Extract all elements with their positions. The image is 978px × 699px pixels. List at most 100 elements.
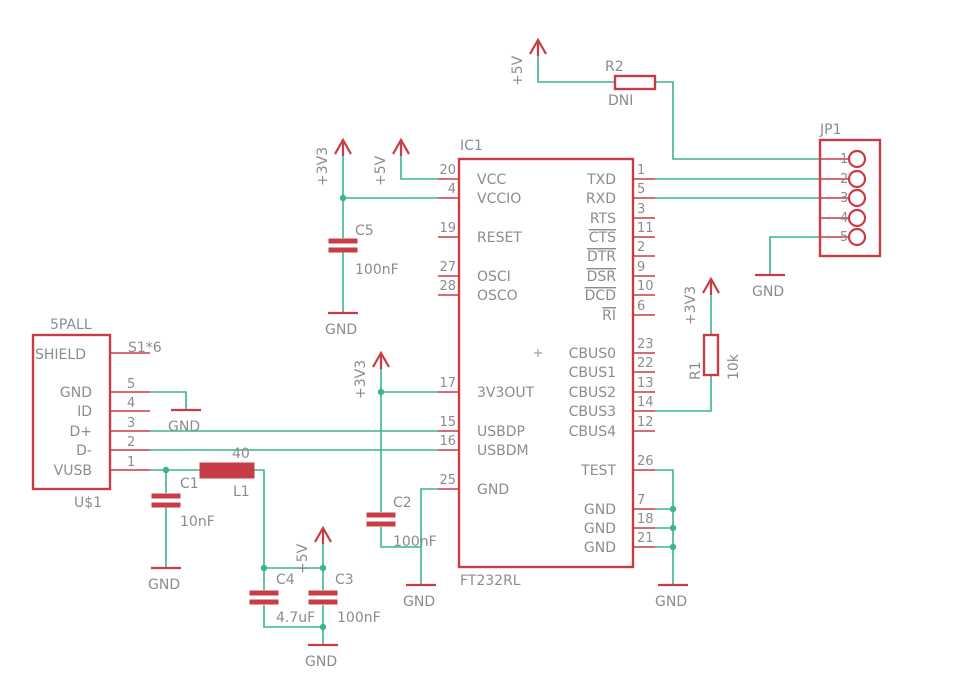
c2-plate xyxy=(366,521,396,527)
ic1-pin-name: CBUS4 xyxy=(569,424,617,440)
capacitor-c4: C4 4.7uF xyxy=(249,572,315,626)
r1-body xyxy=(702,333,720,377)
ic1-pin-number: 26 xyxy=(637,454,654,469)
wire-cbus3-r1 xyxy=(655,375,712,412)
junction-dot xyxy=(162,466,170,474)
c4-ref: C4 xyxy=(276,572,295,588)
wire-5v-vcc xyxy=(400,155,438,180)
wires xyxy=(150,55,820,645)
junctions xyxy=(162,194,677,631)
c3-plate xyxy=(308,599,338,605)
ground-label: GND xyxy=(655,594,687,610)
ground-label: GND xyxy=(168,419,200,435)
ic1-pin-name: USBDP xyxy=(477,424,525,440)
wire-5v-r2 xyxy=(537,55,615,83)
power-label: +3V3 xyxy=(683,286,699,325)
r2-value: DNI xyxy=(608,93,633,109)
usb-pin-name: ID xyxy=(77,404,92,420)
ic1-pin-name: RI xyxy=(602,308,616,324)
capacitor-c3: C3 100nF xyxy=(308,572,381,626)
ground-label: GND xyxy=(305,654,337,670)
ic1-pin-number: 10 xyxy=(637,279,654,294)
junction-dot xyxy=(319,564,327,572)
wire-c2-bottom xyxy=(380,527,421,548)
usb-ref: U$1 xyxy=(74,495,102,511)
ic1-pin-name: VCCIO xyxy=(477,191,521,207)
junction-dot xyxy=(260,564,268,572)
junction-dot xyxy=(669,505,677,513)
l1-ref: L1 xyxy=(233,484,250,500)
ic1-pin-name: VCC xyxy=(477,172,506,188)
power-label: +3V3 xyxy=(315,147,331,186)
ground-label: GND xyxy=(403,594,435,610)
ic1-pin-name: DCD xyxy=(585,288,616,304)
ic1-pin-name: DSR xyxy=(587,269,617,285)
wire-3v3-vccio xyxy=(342,155,438,199)
ic1-pin-number: 1 xyxy=(637,163,645,178)
c2-plate xyxy=(366,512,396,518)
c2-ref: C2 xyxy=(393,495,412,511)
jp1-pin-ring xyxy=(847,169,867,189)
ic1-pin-number: 16 xyxy=(439,434,456,449)
ground-label: GND xyxy=(752,284,784,300)
ic1-pin-number: 9 xyxy=(637,260,645,275)
usb-value: 5PALL xyxy=(50,317,92,333)
ic1-pin-name: GND xyxy=(584,521,616,537)
c1-value: 10nF xyxy=(180,514,215,530)
usb-body xyxy=(31,333,112,491)
ic1-pin-number: 22 xyxy=(637,356,654,371)
capacitor-c5: C5 100nF xyxy=(328,223,399,278)
ic1-right-pins: 1TXD5RXD3RTS11CTS2DTR9DSR10DCD6RI23CBUS0… xyxy=(569,163,655,556)
gnd-symbols: GND GND GND GND GND GND GND xyxy=(148,273,785,670)
wire-ic-gnd25 xyxy=(420,488,438,585)
ic1-pin-name: USBDM xyxy=(477,443,529,459)
wire-r2-jp1 xyxy=(655,81,820,160)
ic1-pin-name: CBUS0 xyxy=(569,346,616,362)
ic1-pin-name: RXD xyxy=(586,191,616,207)
junction-dot xyxy=(319,623,327,631)
power-label: +5V xyxy=(373,155,389,186)
wire-usb-gnd xyxy=(150,391,187,410)
usb-pin-number: 1 xyxy=(127,455,135,470)
ic1-pin-number: 12 xyxy=(637,415,654,430)
c4-plate xyxy=(249,590,279,596)
ic1-pin-number: 6 xyxy=(637,299,645,314)
jp1-pin-number: 2 xyxy=(840,172,848,187)
c5-plate xyxy=(328,247,358,253)
junction-dot xyxy=(377,388,385,396)
ic1-pin-name: CTS xyxy=(589,230,616,246)
ic1-pin-number: 25 xyxy=(439,473,456,488)
l1-body xyxy=(199,462,255,479)
ic1-pin-name: CBUS3 xyxy=(569,404,616,420)
c3-plate xyxy=(308,590,338,596)
c3-ref: C3 xyxy=(335,572,354,588)
r1-ref: R1 xyxy=(688,361,704,380)
usb-pin-number: 2 xyxy=(127,435,135,450)
ic1-pin-number: 3 xyxy=(637,202,645,217)
usb-pin-number: 3 xyxy=(127,416,135,431)
ic1-pin-number: 23 xyxy=(637,337,654,352)
r1-value: 10k xyxy=(726,353,742,380)
jp1-pin-ring xyxy=(847,149,867,169)
wire-jp1-gnd xyxy=(769,236,820,275)
capacitor-c1: C1 10nF xyxy=(151,476,215,530)
ic1-pin-number: 5 xyxy=(637,182,645,197)
r2-body xyxy=(613,74,657,91)
jp1-pin-number: 5 xyxy=(840,230,848,245)
ic1-pin-number: 2 xyxy=(637,240,645,255)
c5-plate xyxy=(328,238,358,244)
usb-pin-number: 4 xyxy=(127,396,135,411)
junction-dot xyxy=(669,524,677,532)
ic1-pin-number: 7 xyxy=(637,493,645,508)
usb-pin-name: VUSB xyxy=(54,463,92,479)
ic1-pin-name: DTR xyxy=(587,249,616,265)
l1-value: 40 xyxy=(232,446,250,462)
ic1-pin-number: 27 xyxy=(439,260,456,275)
jp1-ref: JP1 xyxy=(819,122,841,138)
c3-value: 100nF xyxy=(337,610,381,626)
jp1-pin-ring xyxy=(847,227,867,247)
ic1-pin-name: GND xyxy=(584,540,616,556)
